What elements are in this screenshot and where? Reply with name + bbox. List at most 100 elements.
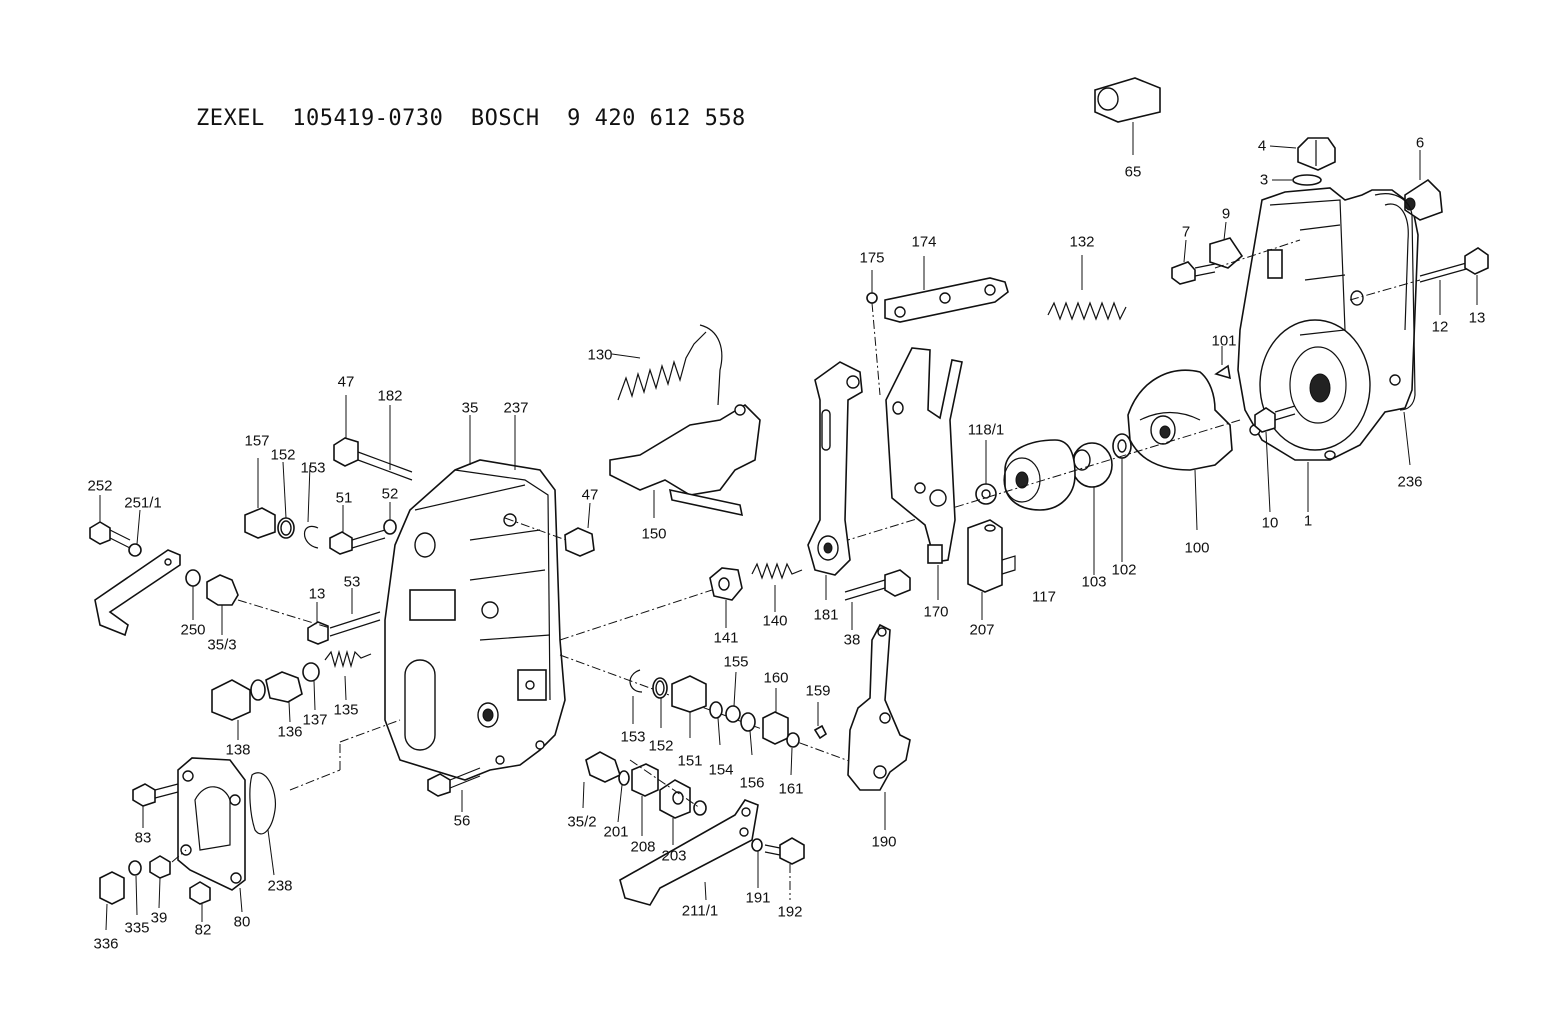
- part-label-190: 190: [871, 833, 897, 851]
- ring-201: [617, 770, 630, 823]
- part-label-13b: 13: [308, 585, 326, 603]
- part-label-12: 12: [1431, 318, 1449, 336]
- plate-9-screw-7: [1171, 221, 1301, 285]
- bearing-117: [1003, 439, 1076, 511]
- part-label-141: 141: [713, 629, 739, 647]
- part-label-83: 83: [134, 829, 152, 847]
- part-label-39: 39: [150, 909, 168, 927]
- part-label-175: 175: [859, 249, 885, 267]
- ring-152: [277, 461, 295, 539]
- fitting-35-3: [206, 574, 239, 635]
- part-label-4: 4: [1257, 137, 1267, 155]
- part-label-192: 192: [777, 903, 803, 921]
- part-label-1: 1: [1303, 512, 1313, 530]
- bushing-208: [631, 763, 659, 836]
- part-label-3: 3: [1259, 171, 1269, 189]
- nut-13-left: [307, 602, 329, 645]
- washer-102: [1112, 433, 1132, 562]
- part-label-170: 170: [923, 603, 949, 621]
- part-label-336: 336: [93, 935, 119, 953]
- part-label-82: 82: [194, 921, 212, 939]
- part-label-35: 35: [461, 399, 479, 417]
- part-label-80: 80: [233, 913, 251, 931]
- bushing-203: [659, 779, 691, 845]
- part-label-53: 53: [343, 573, 361, 591]
- part-label-154: 154: [708, 761, 734, 779]
- key-101: [1214, 346, 1231, 380]
- part-label-160: 160: [763, 669, 789, 687]
- part-label-153: 153: [300, 459, 326, 477]
- bushing-160: [762, 688, 789, 745]
- part-label-250: 250: [180, 621, 206, 639]
- part-label-191: 191: [745, 889, 771, 907]
- part-label-238: 238: [267, 877, 293, 895]
- lever-174: [884, 256, 1009, 323]
- part-label-159: 159: [805, 682, 831, 700]
- plug-6: [1404, 150, 1443, 221]
- lever-shaft-150: [609, 324, 761, 518]
- washer-250: [185, 569, 201, 620]
- part-label-181: 181: [813, 606, 839, 624]
- lever-assembly-170: [885, 347, 963, 600]
- washer-335: [128, 860, 142, 916]
- fitting-35-2: [582, 751, 621, 809]
- part-label-101: 101: [1211, 332, 1237, 350]
- gasket-236: [1374, 193, 1416, 466]
- key-159: [813, 702, 828, 740]
- part-label-207: 207: [969, 621, 995, 639]
- part-label-203: 203: [661, 847, 687, 865]
- screw-56: [427, 767, 481, 812]
- sleeve-103: [1071, 442, 1113, 575]
- part-label-151: 151: [677, 752, 703, 770]
- part-label-47b: 47: [581, 486, 599, 504]
- o-ring-238: [249, 772, 277, 876]
- washer: [693, 800, 707, 816]
- screw-82: [189, 881, 211, 922]
- part-label-136: 136: [277, 723, 303, 741]
- part-label-10: 10: [1261, 514, 1279, 532]
- part-label-161: 161: [778, 780, 804, 798]
- part-label-13: 13: [1468, 309, 1486, 327]
- seal-ring: [250, 679, 266, 701]
- part-label-211-1: 211/1: [681, 902, 719, 920]
- part-label-150: 150: [641, 525, 667, 543]
- clip-153-right: [629, 669, 643, 724]
- cover-80: [177, 757, 246, 913]
- lever-plate: [94, 549, 181, 637]
- screw-10: [1254, 405, 1296, 513]
- part-label-56: 56: [453, 812, 471, 830]
- part-label-35-2: 35/2: [567, 813, 597, 831]
- screw-192: [764, 837, 805, 900]
- washer-156: [740, 712, 756, 756]
- part-label-6: 6: [1415, 134, 1425, 152]
- side-cover-35: [384, 459, 566, 781]
- part-label-117: 117: [1032, 588, 1056, 606]
- screw-83: [132, 783, 179, 828]
- part-label-132: 132: [1069, 233, 1095, 251]
- nut-136: [265, 671, 303, 723]
- ring-161: [786, 732, 800, 776]
- spring-130: [611, 331, 707, 401]
- part-label-118-1: 118/1: [967, 421, 1005, 439]
- washer-137: [302, 662, 320, 711]
- screw-252: [89, 495, 131, 549]
- lever-181: [807, 361, 863, 600]
- part-label-152: 152: [270, 446, 296, 464]
- part-label-135: 135: [333, 701, 359, 719]
- part-label-52: 52: [381, 485, 399, 503]
- part-label-335: 335: [124, 919, 150, 937]
- part-label-201: 201: [603, 823, 629, 841]
- lever-block-190: [847, 623, 911, 830]
- part-label-137: 137: [302, 711, 328, 729]
- cap-138: [211, 679, 251, 740]
- part-label-38: 38: [843, 631, 861, 649]
- part-label-102: 102: [1111, 561, 1137, 579]
- washer-191: [751, 838, 763, 888]
- bushing-151: [671, 675, 707, 738]
- part-label-208: 208: [630, 838, 656, 856]
- spring-132: [1047, 255, 1127, 321]
- part-label-35-3: 35/3: [207, 636, 237, 654]
- spring-140: [751, 562, 803, 612]
- washer-154: [709, 701, 723, 746]
